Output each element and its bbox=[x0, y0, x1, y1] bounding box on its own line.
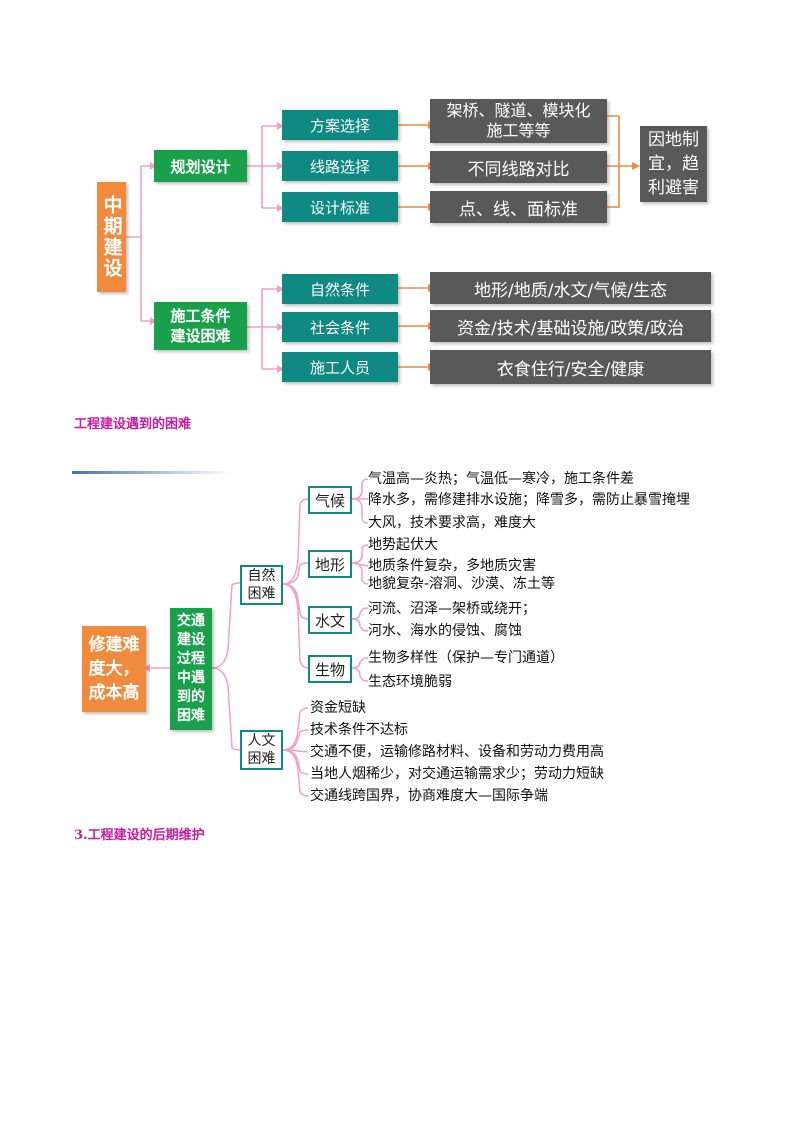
group-human-difficulties: 人文 困难 bbox=[240, 730, 283, 770]
node-plan-selection: 方案选择 bbox=[282, 110, 398, 140]
section-divider bbox=[72, 471, 232, 474]
item-biology: 生物 bbox=[308, 655, 352, 683]
root-node-mid-construction: 中期建设 bbox=[97, 182, 126, 292]
detail-standards: 点、线、面标准 bbox=[430, 191, 607, 223]
node-construction-workers: 施工人员 bbox=[282, 352, 398, 382]
detail-route-compare: 不同线路对比 bbox=[430, 151, 607, 183]
node-natural-conditions: 自然条件 bbox=[282, 274, 398, 304]
detail-funds-technology: 资金/技术/基础设施/政策/政治 bbox=[430, 310, 711, 342]
terrain-line: 地质条件复杂，多地质灾害 bbox=[368, 558, 536, 574]
item-terrain: 地形 bbox=[308, 550, 352, 578]
biology-line: 生物多样性（保护—专门通道） bbox=[368, 650, 564, 666]
node-design-standard: 设计标准 bbox=[282, 192, 398, 222]
detail-bridges-tunnels: 架桥、隧道、模块化 施工等等 bbox=[430, 99, 607, 143]
caption-later-maintenance: 3.工程建设的后期维护 bbox=[74, 828, 205, 843]
climate-line: 大风，技术要求高，难度大 bbox=[368, 515, 536, 531]
hydrology-line: 河流、沼泽—架桥或绕开； bbox=[368, 601, 536, 617]
group-natural-difficulties: 自然 困难 bbox=[240, 565, 283, 605]
human-difficulty-line: 交通不便，运输修路材料、设备和劳动力费用高 bbox=[310, 744, 604, 760]
detail-living-safety: 衣食住行/安全/健康 bbox=[430, 350, 711, 384]
item-hydrology: 水文 bbox=[308, 606, 352, 634]
human-difficulty-line: 技术条件不达标 bbox=[310, 722, 408, 738]
node-route-selection: 线路选择 bbox=[282, 151, 398, 181]
biology-line: 生态环境脆弱 bbox=[368, 674, 452, 690]
node-social-conditions: 社会条件 bbox=[282, 312, 398, 342]
hydrology-line: 河水、海水的侵蚀、腐蚀 bbox=[368, 623, 522, 639]
climate-line: 降水多，需修建排水设施；降雪多，需防止暴雪掩埋 bbox=[368, 492, 690, 508]
terrain-line: 地势起伏大 bbox=[368, 537, 438, 553]
branch-construction-difficulty: 施工条件 建设困难 bbox=[154, 302, 247, 350]
branch-planning-design: 规划设计 bbox=[154, 150, 247, 182]
caption-construction-difficulties: 工程建设遇到的困难 bbox=[74, 417, 192, 432]
result-node-difficult-costly: 修建难 度大， 成本高 bbox=[82, 626, 146, 712]
human-difficulty-line: 资金短缺 bbox=[310, 700, 366, 716]
human-difficulty-line: 当地人烟稀少，对交通运输需求少；劳动力短缺 bbox=[310, 766, 604, 782]
center-node-transport-difficulties: 交通 建设 过程 中遇 到的 困难 bbox=[170, 608, 212, 730]
terrain-line: 地貌复杂-溶洞、沙漠、冻土等 bbox=[368, 576, 556, 592]
detail-terrain-geology: 地形/地质/水文/气候/生态 bbox=[430, 272, 711, 304]
human-difficulty-line: 交通线跨国界，协商难度大—国际争端 bbox=[310, 788, 548, 804]
item-climate: 气候 bbox=[308, 486, 352, 514]
climate-line: 气温高—炎热；气温低—寒冷，施工条件差 bbox=[368, 471, 634, 487]
conclusion-adapt-locally: 因地制 宜，趋 利避害 bbox=[640, 126, 707, 202]
